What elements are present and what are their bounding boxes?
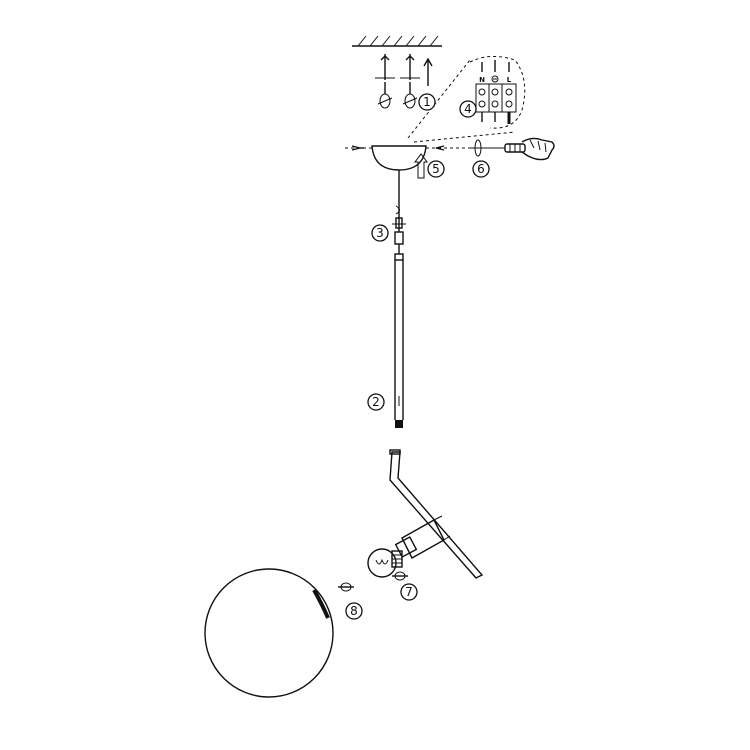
step-marker-2: 2 [367, 393, 385, 411]
step-marker-1: 1 [418, 93, 436, 111]
svg-text:7: 7 [405, 585, 413, 599]
lamp-holder [394, 515, 451, 559]
screwdriver-tool [470, 139, 526, 157]
terminal-label-n: N [479, 76, 485, 84]
step-marker-5: 5 [427, 160, 445, 178]
shade-screw-7 [392, 571, 408, 581]
svg-text:4: 4 [464, 102, 472, 116]
ceiling-screws-and-plugs [375, 54, 433, 109]
svg-text:3: 3 [376, 226, 384, 240]
step-marker-7: 7 [400, 583, 418, 601]
suspension-cable [392, 178, 406, 254]
svg-text:8: 8 [350, 604, 358, 618]
terminal-label-l: L [507, 76, 512, 84]
shade-screw-8 [338, 582, 354, 592]
svg-text:1: 1 [423, 95, 431, 109]
hand-icon [521, 137, 555, 161]
terminal-callout-lines [407, 59, 516, 143]
svg-text:6: 6 [477, 162, 485, 176]
ceiling [352, 35, 442, 47]
step-marker-6: 6 [472, 160, 490, 178]
step-marker-8: 8 [345, 602, 363, 620]
ground-symbol-icon [491, 75, 499, 83]
svg-text:5: 5 [432, 162, 440, 176]
mounting-bracket [345, 145, 470, 151]
glass-globe-shade [204, 568, 334, 698]
step-marker-3: 3 [371, 224, 389, 242]
angled-arm [389, 449, 484, 579]
push-up-arrow [414, 153, 428, 179]
svg-text:2: 2 [372, 395, 380, 409]
step-marker-4: 4 [459, 100, 477, 118]
extension-rod [394, 253, 404, 428]
terminal-block-detail: N L [469, 56, 526, 129]
light-bulb-icon [367, 548, 403, 578]
ceiling-canopy [371, 145, 427, 178]
